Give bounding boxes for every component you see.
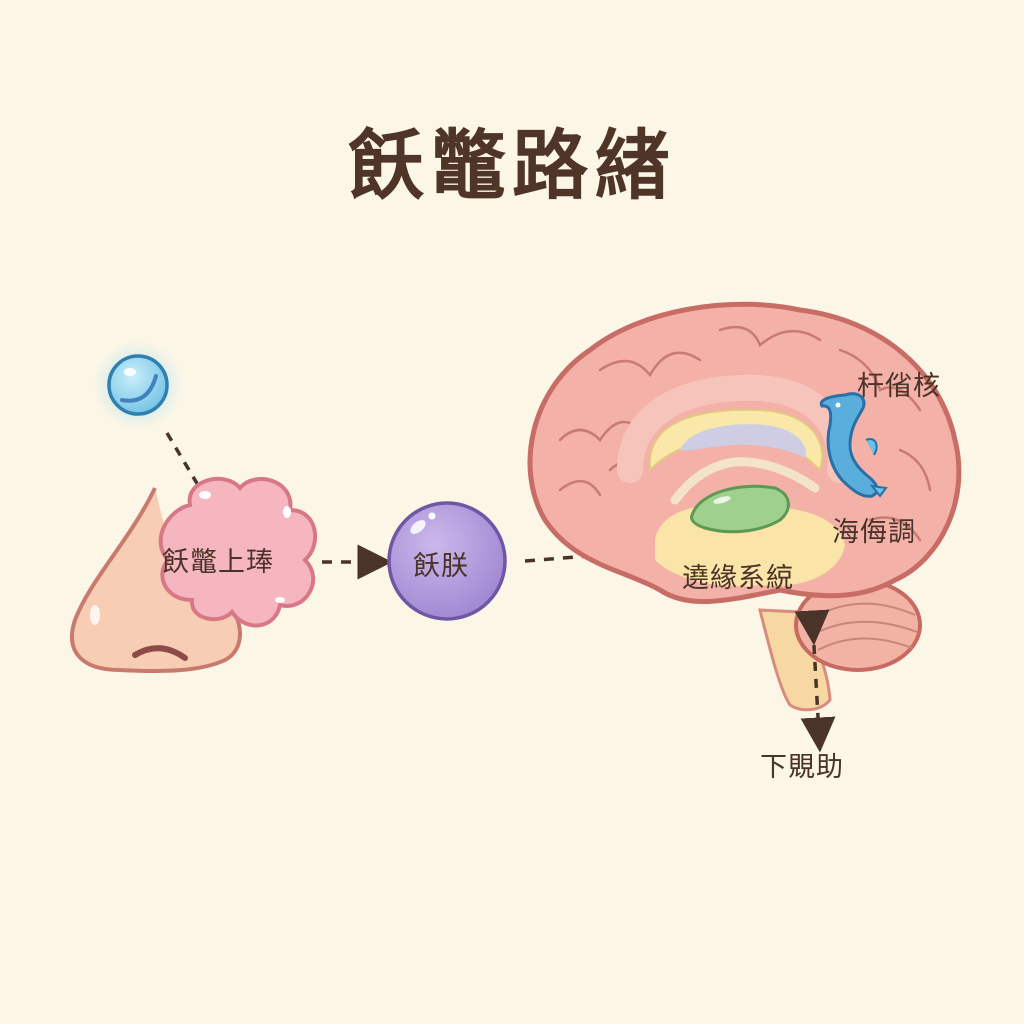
label-amygdala: 杆偗核 — [857, 371, 941, 402]
olfactory-bulb-sphere — [387, 501, 507, 621]
olfactory-epithelium-cloud — [158, 477, 318, 628]
odor-molecule-icon — [93, 340, 183, 430]
seahorse-icon — [819, 392, 888, 498]
label-hippocampus: 海侮調 — [832, 517, 916, 548]
label-olfactory-bulb: 飫朕 — [413, 551, 469, 582]
label-olfactory-epithelium: 飫鼈上琫 — [162, 547, 274, 578]
label-limbic-system: 遶緣系綂 — [682, 563, 794, 594]
diagram-title: 飫鼈路緖 — [348, 121, 676, 210]
brain-illustration — [527, 301, 962, 712]
arrow-hypothalamus — [794, 609, 836, 753]
label-hypothalamus: 下覞助 — [760, 752, 844, 783]
